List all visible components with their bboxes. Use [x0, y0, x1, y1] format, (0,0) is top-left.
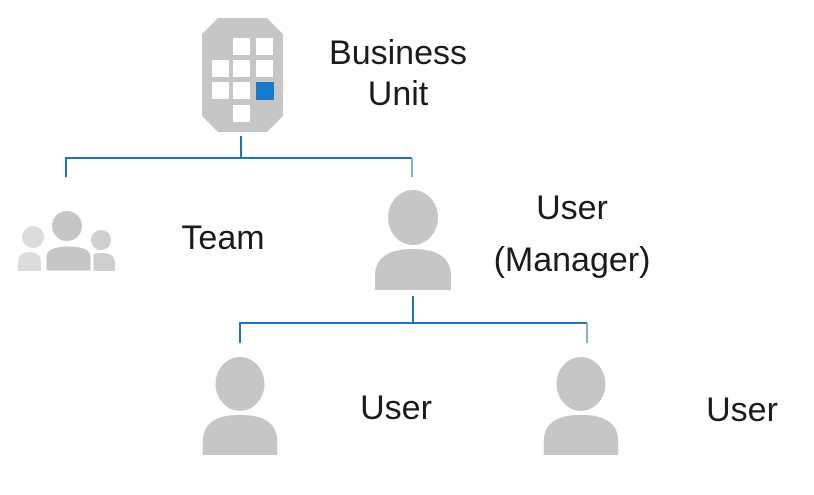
person-silhouette [543, 357, 619, 455]
manager-person-icon [375, 190, 451, 290]
team-member-center [43, 208, 94, 272]
business-unit-label-line1: Business [329, 34, 467, 72]
user-left-person-icon [202, 357, 278, 455]
team-member-left [18, 226, 44, 271]
person-silhouette [375, 190, 451, 290]
manager-label-line2: (Manager) [493, 241, 651, 279]
building-highlight-window [256, 82, 274, 100]
team-member-right [88, 230, 115, 271]
user-right-person-icon [543, 357, 619, 455]
building-windows [212, 38, 273, 122]
person-silhouette [202, 357, 278, 455]
connector-manager-children [239, 296, 587, 343]
business-unit-building-icon [202, 18, 283, 132]
business-unit-label-line2: Unit [367, 75, 429, 113]
connector-business-unit-children [65, 136, 412, 177]
business-unit-label: Business Unit [329, 33, 467, 115]
manager-label: User (Manager) [494, 182, 651, 286]
user-right-label: User [706, 391, 778, 429]
user-left-label: User [360, 389, 432, 427]
manager-label-line1: User [536, 189, 608, 227]
team-label: Team [181, 219, 265, 257]
team-people-icon [18, 208, 115, 272]
